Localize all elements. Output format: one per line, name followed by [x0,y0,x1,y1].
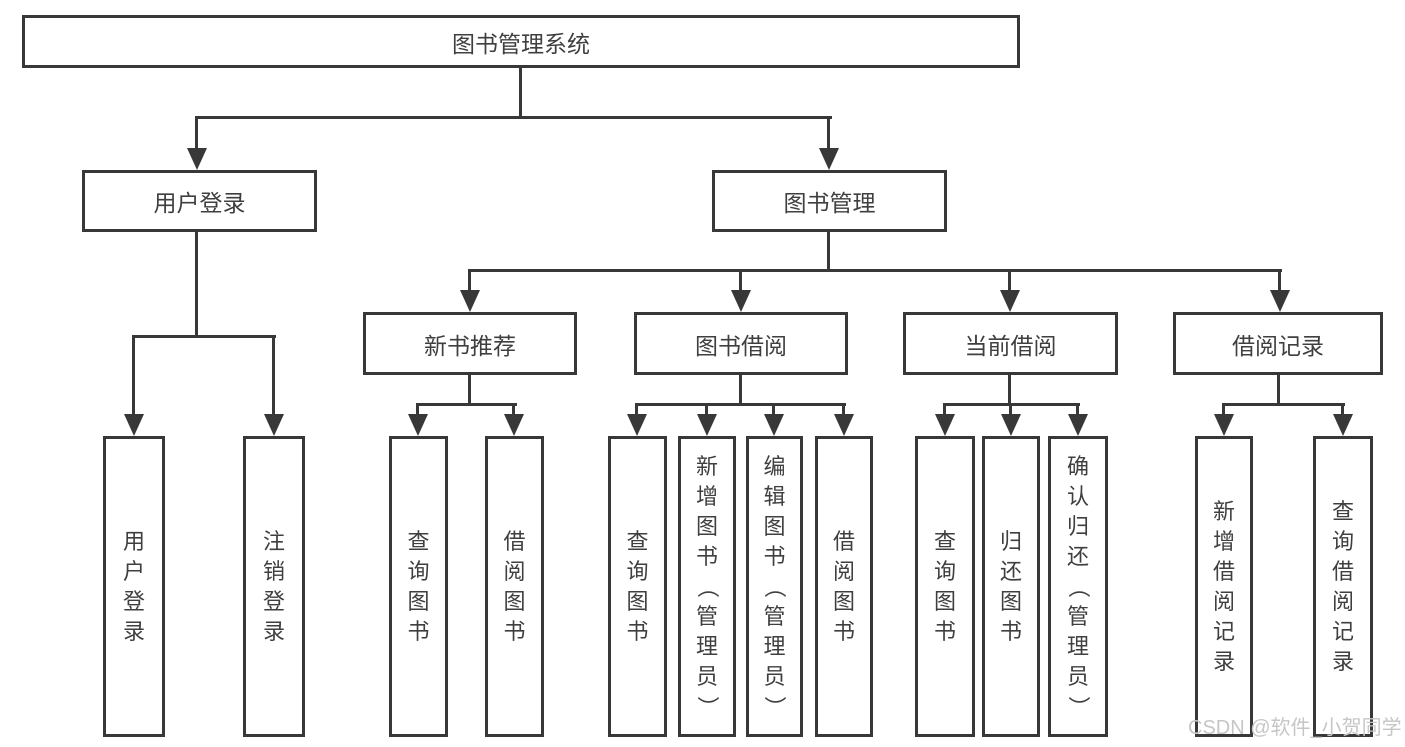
connector-user-login-stem [195,232,198,338]
connector-to-leaf-confirm-return [1076,403,1079,416]
leaf-confirm-return-admin: 确认归还（管理员） [1048,436,1108,737]
node-label: 确认归还（管理员） [1065,453,1091,718]
leaf-query-book-borrow: 查询图书 [608,436,667,737]
node-label: 查询图书 [933,528,956,644]
connector-to-borrow-record [1278,269,1281,292]
node-label: 查询借阅记录 [1331,498,1354,674]
leaf-return-book: 归还图书 [982,436,1040,737]
arrowhead-leaf-borrow-1-icon [504,414,524,436]
connector-to-leaf-return-book [1009,403,1012,416]
connector-level2-bar [468,269,1282,272]
arrowhead-leaf-confirm-return-icon [1068,414,1088,436]
leaf-borrow-book: 借阅图书 [815,436,873,737]
connector-to-leaf-query-3 [943,403,946,416]
connector-book-borrow-stem [739,375,742,406]
connector-to-book-management [827,116,830,150]
connector-to-leaf-logout [272,335,275,416]
node-user-login: 用户登录 [82,170,317,232]
node-system-root: 图书管理系统 [22,15,1020,68]
node-label: 查询图书 [407,528,430,644]
connector-to-user-login [195,116,198,150]
connector-new-book-bar [417,403,517,406]
connector-level1-bar [196,116,832,119]
leaf-borrow-book-recommend: 借阅图书 [485,436,544,737]
node-label: 归还图书 [999,528,1022,644]
arrowhead-leaf-user-login-icon [124,414,144,436]
connector-to-leaf-edit-book [772,403,775,416]
node-label: 编辑图书（管理员） [762,453,788,718]
leaf-query-book-current: 查询图书 [915,436,975,737]
node-label: 新书推荐 [424,332,516,359]
arrowhead-leaf-return-book-icon [1001,414,1021,436]
arrowhead-leaf-add-record-icon [1214,414,1234,436]
connector-to-leaf-query-2 [635,403,638,416]
arrowhead-current-borrow-icon [1000,290,1020,312]
node-new-book-recommend: 新书推荐 [363,312,577,375]
node-label: 当前借阅 [964,332,1057,359]
node-book-borrow: 图书借阅 [634,312,848,375]
leaf-user-login: 用户登录 [103,436,165,737]
connector-borrow-record-bar [1223,403,1345,406]
connector-new-book-stem [468,375,471,406]
node-label: 借阅图书 [832,528,855,644]
arrowhead-leaf-query-1-icon [408,414,428,436]
connector-root-stem [519,66,522,119]
node-label: 图书借阅 [695,332,787,359]
node-label: 借阅图书 [503,528,526,644]
node-label: 用户登录 [122,528,145,644]
arrowhead-borrow-record-icon [1270,290,1290,312]
connector-to-leaf-query-1 [416,403,419,416]
connector-to-leaf-borrow-1 [512,403,515,416]
connector-to-book-borrow [739,269,742,292]
connector-to-leaf-query-record [1341,403,1344,416]
connector-current-borrow-bar [944,403,1080,406]
leaf-logout: 注销登录 [243,436,305,737]
csdn-watermark: CSDN @软件_小贺同学 [1188,717,1402,739]
arrowhead-new-book-recommend-icon [460,290,480,312]
connector-to-leaf-borrow-2 [842,403,845,416]
node-label: 新增借阅记录 [1212,498,1235,674]
node-label: 新增图书（管理员） [694,453,720,718]
node-current-borrow: 当前借阅 [903,312,1118,375]
arrowhead-leaf-borrow-2-icon [834,414,854,436]
arrowhead-leaf-query-3-icon [935,414,955,436]
leaf-add-borrow-record: 新增借阅记录 [1195,436,1253,737]
leaf-add-book-admin: 新增图书（管理员） [678,436,736,737]
node-label: 借阅记录 [1232,332,1324,359]
arrowhead-user-login-icon [187,148,207,170]
connector-to-new-book-recommend [468,269,471,292]
node-label: 图书管理 [783,190,876,216]
arrowhead-leaf-logout-icon [264,414,284,436]
leaf-edit-book-admin: 编辑图书（管理员） [746,436,803,737]
arrowhead-book-borrow-icon [731,290,751,312]
connector-to-leaf-add-book [705,403,708,416]
node-borrow-record: 借阅记录 [1173,312,1383,375]
node-label: 用户登录 [153,190,246,216]
connector-current-borrow-stem [1008,375,1011,406]
arrowhead-leaf-edit-book-icon [764,414,784,436]
arrowhead-leaf-query-record-icon [1333,414,1353,436]
leaf-query-borrow-record: 查询借阅记录 [1313,436,1373,737]
connector-book-borrow-bar [636,403,846,406]
connector-user-login-bar [132,335,276,338]
connector-book-management-stem [827,232,830,272]
node-label: 注销登录 [262,528,285,644]
connector-to-leaf-user-login [132,335,135,416]
arrowhead-book-management-icon [819,148,839,170]
leaf-query-book-recommend: 查询图书 [389,436,448,737]
node-label: 图书管理系统 [452,30,590,57]
arrowhead-leaf-query-2-icon [627,414,647,436]
arrowhead-leaf-add-book-icon [697,414,717,436]
node-book-management: 图书管理 [712,170,947,232]
node-label: 查询图书 [626,528,649,644]
connector-to-current-borrow [1008,269,1011,292]
connector-to-leaf-add-record [1222,403,1225,416]
connector-borrow-record-stem [1277,375,1280,406]
